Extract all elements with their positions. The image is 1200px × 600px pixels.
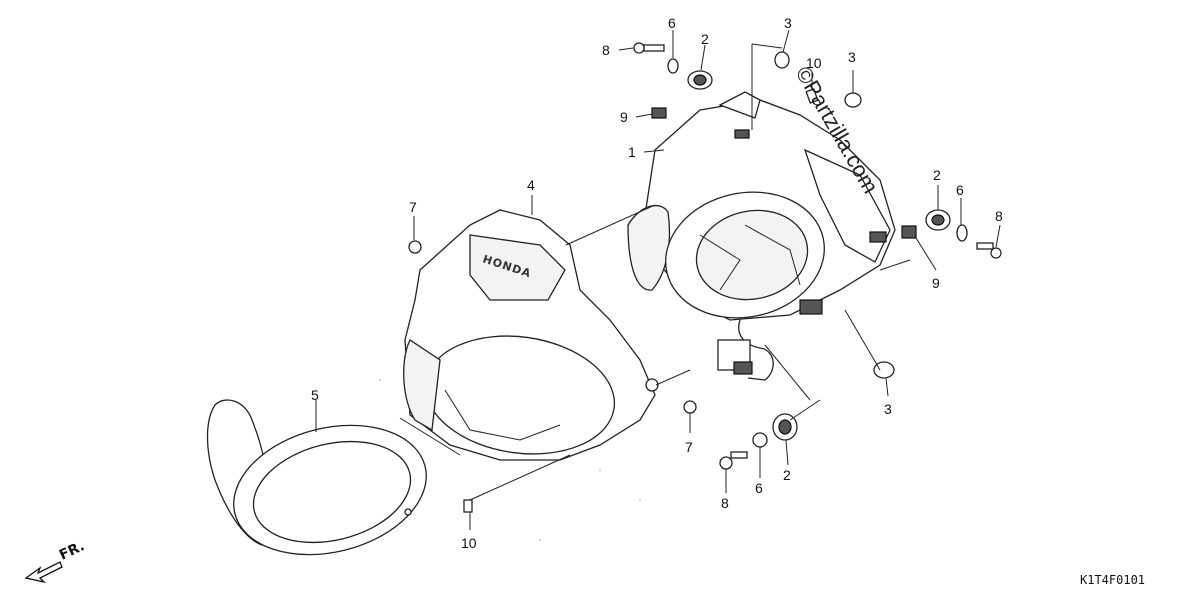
collar-3-mid[interactable] xyxy=(873,361,895,379)
callout-9-top: 9 xyxy=(620,109,628,125)
callout-8-top: 8 xyxy=(602,42,610,58)
callout-6-bottom: 6 xyxy=(755,480,763,496)
callout-3-right-top: 3 xyxy=(848,49,856,65)
screw-8-top[interactable] xyxy=(633,42,665,54)
callout-9-right: 9 xyxy=(932,275,940,291)
callout-7-mid: 7 xyxy=(685,439,693,455)
front-direction-indicator: FR. xyxy=(24,538,87,584)
callout-1: 1 xyxy=(628,144,636,160)
screw-7-left[interactable] xyxy=(408,240,422,254)
callout-2-top: 2 xyxy=(701,31,709,47)
callout-4: 4 xyxy=(527,177,535,193)
headlight-unit[interactable] xyxy=(627,91,896,381)
washer-6-bottom[interactable] xyxy=(752,432,768,448)
washer-6-top[interactable] xyxy=(667,58,679,74)
front-label: FR. xyxy=(57,538,87,563)
screw-7-mid[interactable] xyxy=(683,400,697,414)
callout-10-top: 10 xyxy=(806,55,822,71)
callout-2-bottom: 2 xyxy=(783,467,791,483)
callout-3-mid: 3 xyxy=(884,401,892,417)
screw-8-bottom[interactable] xyxy=(719,451,748,470)
screw-8-right[interactable] xyxy=(976,242,1002,259)
callout-6-right: 6 xyxy=(956,182,964,198)
headlight-cover[interactable]: HONDA xyxy=(403,209,659,466)
grommet-2-bottom[interactable] xyxy=(772,413,798,441)
callout-7-left: 7 xyxy=(409,199,417,215)
diagram-code: K1T4F0101 xyxy=(1080,573,1145,587)
headlight-rim[interactable] xyxy=(206,399,441,574)
washer-6-right[interactable] xyxy=(956,224,968,242)
callout-10-bottom: 10 xyxy=(461,535,477,551)
screw-10-top[interactable] xyxy=(805,88,819,104)
collar-3-right-top[interactable] xyxy=(844,92,862,108)
callout-5: 5 xyxy=(311,387,319,403)
callouts: 8 6 2 3 10 3 9 1 4 7 2 6 8 9 3 5 7 2 6 8… xyxy=(311,15,1003,551)
callout-8-bottom: 8 xyxy=(721,495,729,511)
callout-6-top: 6 xyxy=(668,15,676,31)
leader-lines xyxy=(315,29,1001,530)
callout-2-right: 2 xyxy=(933,167,941,183)
callout-3-top: 3 xyxy=(784,15,792,31)
screw-10-bottom[interactable] xyxy=(463,499,473,513)
collar-3-top[interactable] xyxy=(774,51,790,69)
callout-8-right: 8 xyxy=(995,208,1003,224)
clip-9-right[interactable] xyxy=(901,225,917,239)
arrow-icon xyxy=(24,561,63,584)
grommet-2-top[interactable] xyxy=(687,70,713,90)
clip-9-top[interactable] xyxy=(651,107,667,119)
grommet-2-right[interactable] xyxy=(925,209,951,231)
